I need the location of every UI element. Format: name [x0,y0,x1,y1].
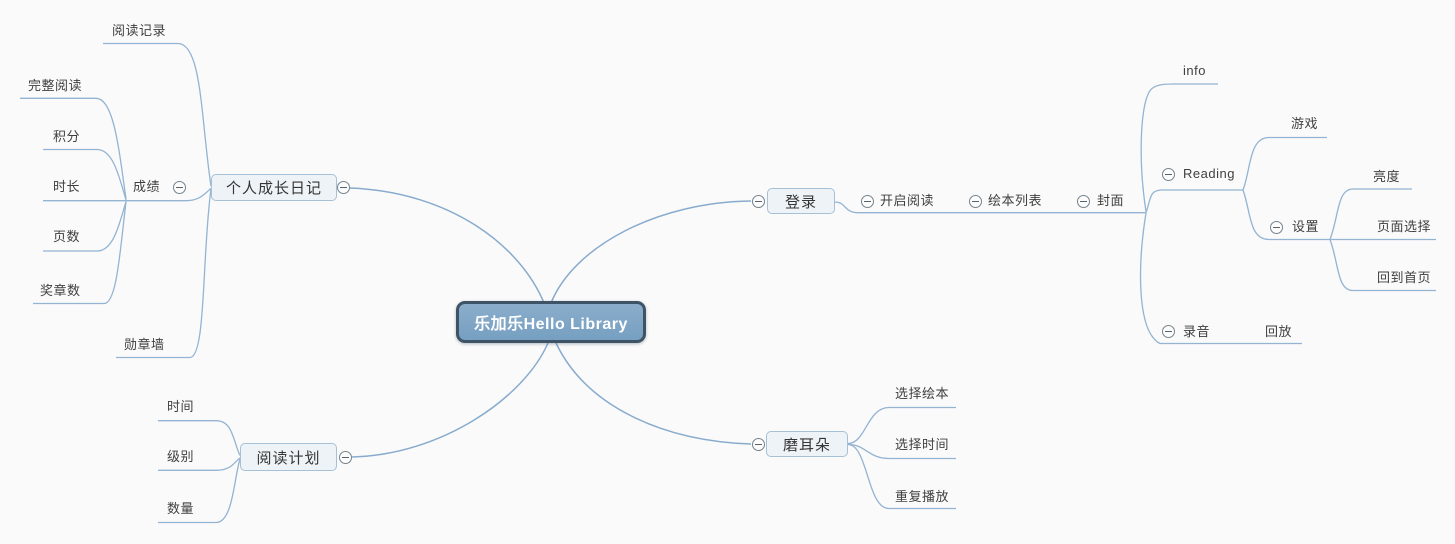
edge-info [1140,83,1218,212]
edge-back-home [1329,239,1436,292]
node-personal-growth-diary-label: 个人成长日记 [225,180,322,197]
edge-record [1139,212,1302,345]
node-back-home[interactable]: 回到首页 [1377,270,1432,285]
node-medal-count[interactable]: 奖章数 [40,283,81,298]
node-record[interactable]: 录音 [1183,324,1211,339]
node-cover[interactable]: 封面 [1097,193,1125,208]
node-login-label: 登录 [784,193,817,211]
edge-settings [1242,189,1330,241]
edge-ear-training [555,342,752,445]
node-reading-mode[interactable]: Reading [1183,166,1235,181]
node-ear-training[interactable]: 磨耳朵 [766,431,848,457]
collapse-toggle-cover-icon[interactable] [1076,195,1090,208]
edge-brightness [1329,188,1412,240]
node-info[interactable]: info [1183,63,1206,78]
edge-login [550,200,752,304]
node-ear-training-label: 磨耳朵 [782,436,831,454]
node-choose-book[interactable]: 选择绘本 [895,386,950,401]
edge-repeat-play [847,443,956,510]
edge-page-count [43,201,127,252]
node-reading-plan-label: 阅读计划 [256,449,321,467]
node-choose-time[interactable]: 选择时间 [895,437,950,452]
edge-full-reading [20,97,127,200]
minus-icon [863,201,871,202]
minus-icon [175,187,183,188]
edge-medal-wall [116,188,212,359]
edge-reading-record [103,42,212,187]
minus-icon [342,456,349,458]
minus-icon [754,200,762,202]
collapse-toggle-record-icon[interactable] [1161,325,1175,338]
node-root-label: 乐加乐Hello Library [474,316,628,333]
node-root[interactable]: 乐加乐Hello Library [456,301,646,343]
edge-reading [1145,189,1243,213]
node-points[interactable]: 积分 [53,129,81,144]
node-playback[interactable]: 回放 [1265,324,1293,339]
minus-icon [339,187,347,188]
edge-medal-count [33,201,127,305]
collapse-toggle-score-icon[interactable] [172,181,186,194]
collapse-toggle-login-icon[interactable] [751,194,765,208]
node-settings[interactable]: 设置 [1292,219,1320,234]
node-page-count[interactable]: 页数 [53,229,81,244]
node-reading-record[interactable]: 阅读记录 [112,23,167,38]
collapse-toggle-diary-icon[interactable] [336,181,350,194]
collapse-toggle-ear-training-icon[interactable] [751,437,765,451]
collapse-toggle-plan-icon[interactable] [339,450,352,464]
edge-choose-time [847,443,956,460]
node-personal-growth-diary[interactable]: 个人成长日记 [211,174,337,201]
node-duration[interactable]: 时长 [53,179,81,194]
node-game[interactable]: 游戏 [1291,116,1319,131]
edge-diary [349,187,545,304]
edge-start-reading-chain [834,201,1146,214]
edge-plan [351,342,549,458]
node-start-reading[interactable]: 开启阅读 [880,193,935,208]
node-level[interactable]: 级别 [167,449,195,464]
minus-icon [1272,226,1280,228]
edge-score [126,187,212,202]
minus-icon [971,201,979,202]
edge-points [43,148,127,201]
collapse-toggle-settings-icon[interactable] [1269,220,1283,234]
edge-game [1242,136,1327,191]
node-repeat-play[interactable]: 重复播放 [895,489,950,504]
minus-icon [1079,201,1087,202]
node-brightness[interactable]: 亮度 [1373,169,1401,184]
edge-quantity [158,458,241,524]
node-quantity[interactable]: 数量 [167,501,195,516]
edge-time [158,420,241,456]
collapse-toggle-book-list-icon[interactable] [968,195,982,208]
edge-level [158,457,241,471]
minus-icon [754,443,762,445]
collapse-toggle-start-reading-icon[interactable] [860,195,874,208]
collapse-toggle-reading-icon[interactable] [1161,168,1175,181]
node-book-list[interactable]: 绘本列表 [988,193,1043,208]
node-score[interactable]: 成绩 [133,179,161,194]
minus-icon [1164,331,1172,332]
node-page-select[interactable]: 页面选择 [1377,219,1432,234]
node-time[interactable]: 时间 [167,399,195,414]
node-full-reading[interactable]: 完整阅读 [28,78,83,93]
node-medal-wall[interactable]: 勋章墙 [124,337,165,352]
edge-choose-book [847,406,956,445]
node-reading-plan[interactable]: 阅读计划 [240,443,337,471]
minus-icon [1164,174,1172,175]
node-login[interactable]: 登录 [767,188,835,214]
